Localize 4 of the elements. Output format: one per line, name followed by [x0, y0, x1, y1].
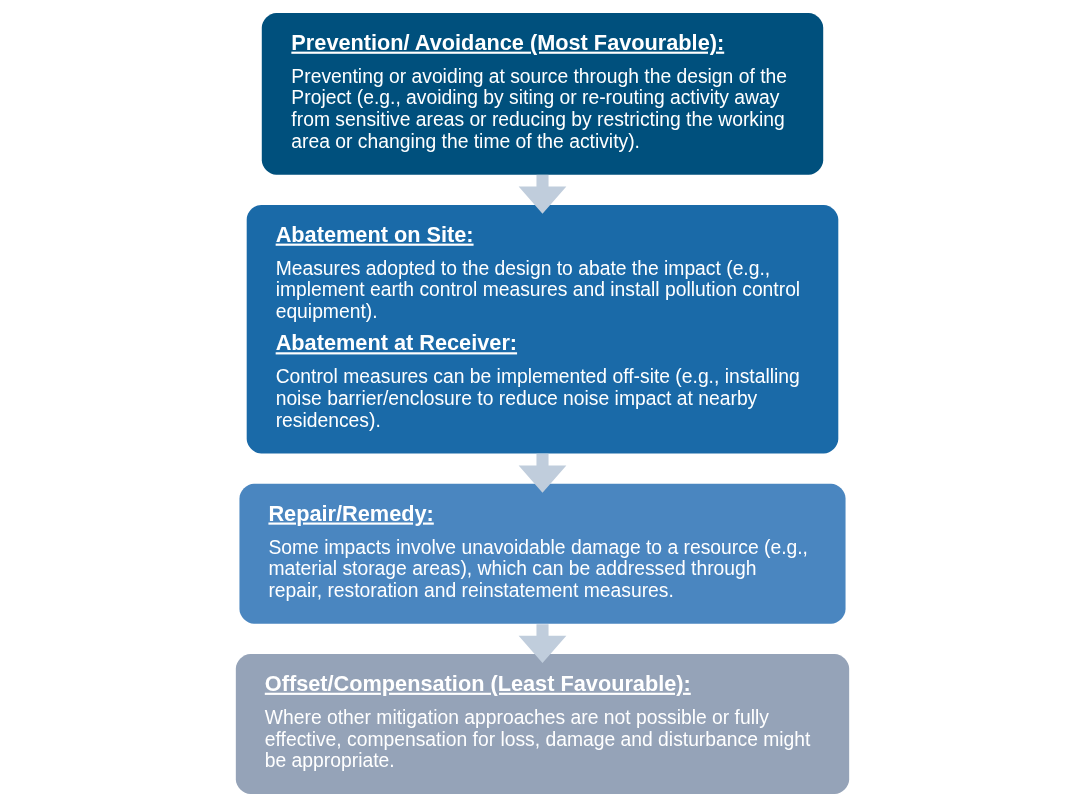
node-box: Prevention/ Avoidance (Most Favourable): Preventing or avoiding at source through the design of the Project (e.g., avoiding by siting or re-routing activity away from sensitive areas or reducing by restricting the working area or changing the time of the activity). — [261, 12, 824, 175]
node-box: Abatement on Site: Measures adopted to the design to abate the impact (e.g., implement earth control measures and install pollution control equipment). Abatement at Receiver: Control measures can be implemented off-site (e.g., installing noise barrier/enclosure to reduce noise impact at nearby residences). — [246, 204, 839, 454]
node-box: Offset/Compensation (Least Favourable): Where other mitigation approaches are not possible or fully effective, compensation for loss, damage and disturbance might be appropriate. — [235, 654, 850, 795]
node-box: Repair/Remedy: Some impacts involve unavoidable damage to a resource (e.g., material storage areas), which can be addressed through repair, restoration and reinstatement measures. — [239, 483, 846, 624]
